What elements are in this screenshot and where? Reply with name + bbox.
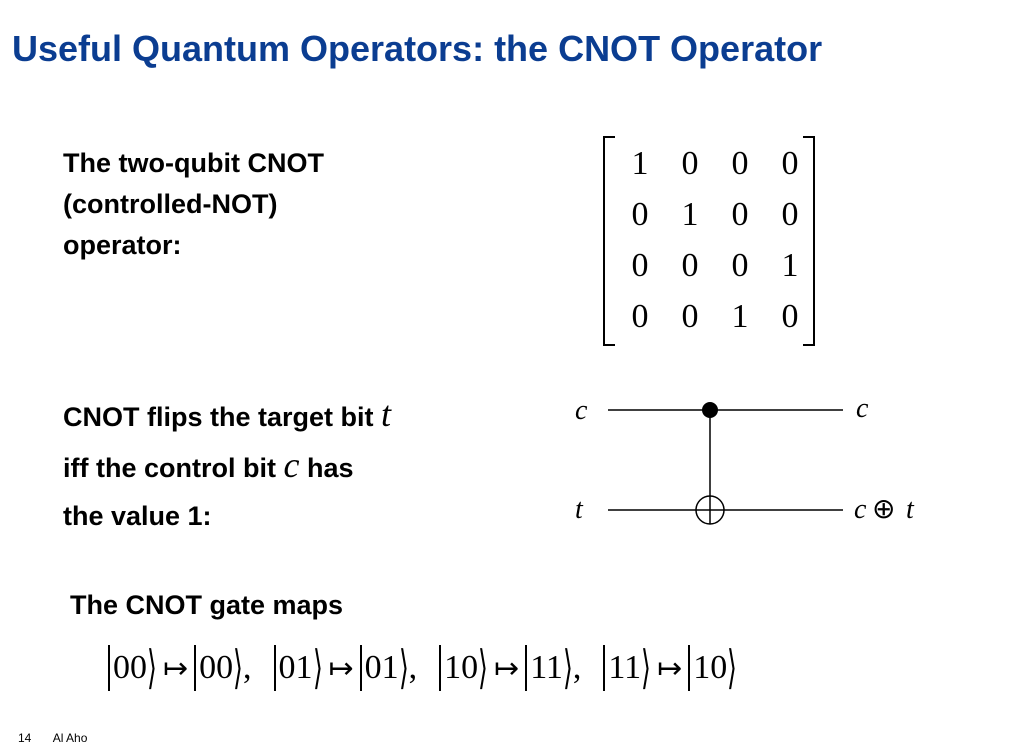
matrix-cell: 1 <box>781 246 799 284</box>
matrix-cell: 1 <box>731 297 749 335</box>
intro-line-2: (controlled-NOT) <box>63 189 278 219</box>
matrix-cell: 0 <box>731 195 749 233</box>
ket-to: 00⟩ <box>194 645 243 691</box>
maps-to-arrow: ↦ <box>162 651 189 685</box>
target-input-label: t <box>575 494 584 525</box>
maps-label: The CNOT gate maps <box>70 590 344 620</box>
flip-description: CNOT flips the target bit t iff the cont… <box>63 390 391 540</box>
flip-line-2-text: iff the control bit <box>63 453 276 483</box>
cnot-circuit-diagram: c c t c ⊕ t <box>575 393 915 525</box>
flip-line-1-text: CNOT flips the target bit <box>63 402 374 432</box>
mapping-separator: , <box>572 649 582 686</box>
matrix-cell: 0 <box>781 297 799 335</box>
flip-line-3: the value 1: <box>63 501 212 531</box>
flip-line-2-tail: has <box>306 453 354 483</box>
matrix-cell: 0 <box>781 195 799 233</box>
target-output-left: c <box>854 494 867 525</box>
target-output-op: ⊕ <box>872 494 895 525</box>
page-number: 14 <box>18 731 32 745</box>
matrix-row: 0 0 0 1 <box>615 240 815 291</box>
matrix-cell: 0 <box>731 144 749 182</box>
ket-to: 11⟩ <box>525 645 573 691</box>
matrix-cell: 0 <box>631 297 649 335</box>
intro-text: The two-qubit CNOT (controlled-NOT) oper… <box>63 143 324 266</box>
mapping-separator: , <box>243 649 252 686</box>
ket-from: 11⟩ <box>603 645 651 691</box>
matrix-cell: 0 <box>681 297 699 335</box>
matrix-cell: 0 <box>731 246 749 284</box>
matrix-row: 1 0 0 0 <box>615 138 815 189</box>
matrix-cell: 1 <box>681 195 699 233</box>
matrix-right-bracket <box>803 136 815 346</box>
matrix-table: 1 0 0 0 0 1 0 0 0 0 0 1 0 0 1 0 <box>615 138 815 342</box>
control-output-label: c <box>856 393 869 424</box>
flip-line-1: CNOT flips the target bit t <box>63 390 391 441</box>
intro-line-1: The two-qubit CNOT <box>63 148 324 178</box>
ket-from: 01⟩ <box>273 645 323 691</box>
matrix-cell: 0 <box>681 246 699 284</box>
maps-to-arrow: ↦ <box>494 651 520 685</box>
author-name: Al Aho <box>52 731 88 745</box>
target-variable: t <box>381 394 392 434</box>
matrix-cell: 0 <box>631 195 649 233</box>
ket-to: 10⟩ <box>688 645 737 691</box>
ket-to: 01⟩ <box>359 645 409 691</box>
cnot-matrix: 1 0 0 0 0 1 0 0 0 0 0 1 0 0 1 0 <box>603 136 815 346</box>
control-input-label: c <box>575 395 588 426</box>
mapping-separator: , <box>408 649 418 686</box>
cnot-mappings: 00⟩ ↦ 00⟩ , 01⟩ ↦ 01⟩ , 10⟩ ↦ 11⟩ , 11⟩ … <box>108 640 737 696</box>
maps-to-arrow: ↦ <box>328 651 354 685</box>
target-output-right: t <box>906 494 915 525</box>
matrix-cell: 0 <box>631 246 649 284</box>
maps-to-arrow: ↦ <box>657 651 683 685</box>
matrix-cell: 1 <box>631 144 649 182</box>
slide-footer: 14 Al Aho <box>18 731 87 745</box>
intro-line-3: operator: <box>63 230 182 260</box>
ket-from: 10⟩ <box>439 645 488 691</box>
matrix-cell: 0 <box>781 144 799 182</box>
matrix-cell: 0 <box>681 144 699 182</box>
control-variable: c <box>283 445 300 485</box>
ket-from: 00⟩ <box>108 645 157 691</box>
matrix-row: 0 0 1 0 <box>615 291 815 342</box>
flip-line-2: iff the control bit c has <box>63 441 391 492</box>
matrix-row: 0 1 0 0 <box>615 189 815 240</box>
slide-title: Useful Quantum Operators: the CNOT Opera… <box>12 28 823 69</box>
matrix-left-bracket <box>603 136 615 346</box>
